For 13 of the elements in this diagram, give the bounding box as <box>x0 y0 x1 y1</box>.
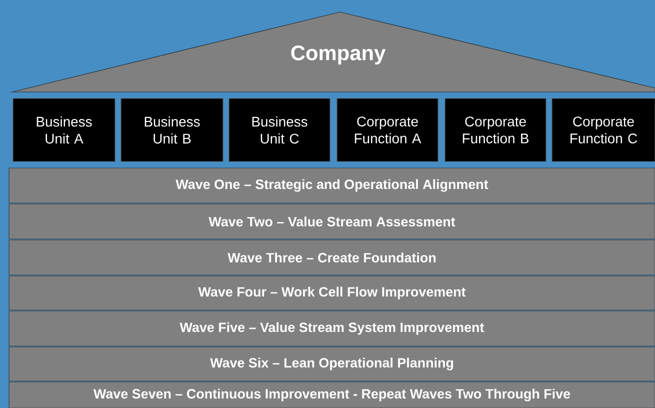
unit-box: Corporate Function A <box>336 98 438 162</box>
wave-band: Wave Two – Value Stream Assessment <box>8 204 655 240</box>
unit-box: Corporate Function C <box>552 98 655 162</box>
wave-band: Wave Three – Create Foundation <box>8 240 655 276</box>
wave-band: Wave One – Strategic and Operational Alignment <box>8 168 655 204</box>
wave-band: Wave Five – Value Stream System Improvement <box>8 310 655 346</box>
wave-band: Wave Seven – Continuous Improvement - Repeat Waves Two Through Five <box>8 382 655 408</box>
unit-box: Business Unit B <box>120 98 224 162</box>
wave-band: Wave Six – Lean Operational Planning <box>8 346 655 382</box>
wave-band: Wave Four – Work Cell Flow Improvement <box>8 276 655 310</box>
unit-box: Corporate Function B <box>444 98 546 162</box>
unit-box: Business Unit A <box>12 98 116 162</box>
unit-box: Business Unit C <box>228 98 330 162</box>
